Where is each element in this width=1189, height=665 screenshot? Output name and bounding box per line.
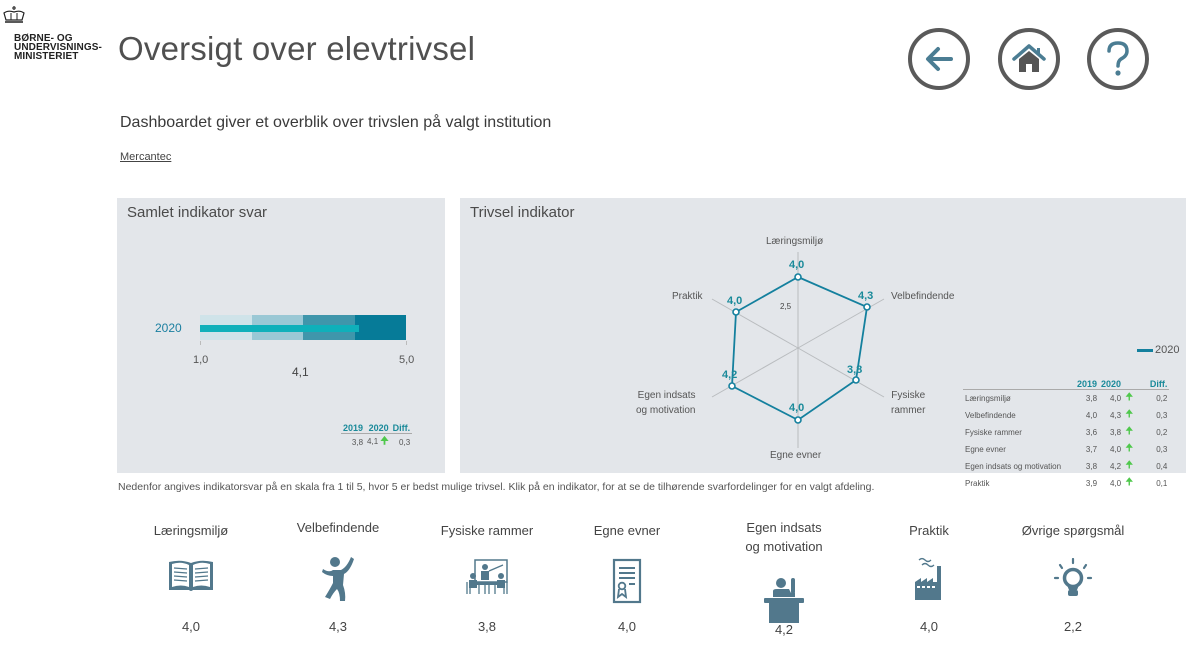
table-row: Fysiske rammer 3,6 3,8 🠉 0,2	[963, 424, 1169, 441]
radar-value-laeringsmiljo: 4,0	[789, 259, 805, 271]
col-2020: 2020	[1099, 379, 1124, 390]
axis-tick-max	[406, 341, 407, 345]
radar-axis-label-velbefindende: Velbefindende	[891, 291, 955, 302]
home-button[interactable]	[998, 28, 1060, 90]
student-raising-hand-icon	[764, 578, 804, 623]
panel-title: Trivsel indikator	[470, 204, 575, 221]
col-2020: 2020	[365, 423, 391, 434]
summary-comparison-table: 2019 2020 Diff. 3,8 4,1 🠉 0,3	[341, 423, 413, 451]
radar-value-egen-indsats: 4,2	[722, 369, 738, 381]
radar-value-velbefindende: 4,3	[858, 290, 874, 302]
up-arrow-icon: 🠉	[1125, 392, 1134, 403]
factory-icon	[915, 557, 941, 600]
up-arrow-icon: 🠉	[1125, 409, 1134, 420]
table-row: Egen indsats og motivation 3,8 4,2 🠉 0,4	[963, 458, 1169, 475]
indicator-laeringsmiljo[interactable]: Læringsmiljø 4,0	[153, 523, 229, 634]
up-arrow-icon: 🠉	[1125, 426, 1134, 437]
radar-chart	[711, 252, 885, 448]
wellbeing-radar-panel: Trivsel indikator 4,0 4,3 3,8 4,0 4,2 4,…	[460, 198, 1186, 488]
table-row: Praktik 3,9 4,0 🠉 0,1	[963, 475, 1169, 492]
bullet-year-label: 2020	[155, 321, 182, 335]
indicator-praktik[interactable]: Praktik 4,0	[909, 523, 949, 634]
certificate-icon	[612, 558, 642, 604]
institution-link[interactable]: Mercantec	[120, 151, 172, 163]
indicator-egen-indsats[interactable]: Egen indsats og motivation 4,2	[745, 520, 823, 637]
help-button[interactable]	[1087, 28, 1149, 90]
classroom-icon	[466, 559, 508, 594]
up-arrow-icon: 🠉	[1125, 460, 1134, 471]
up-arrow-icon: 🠉	[1125, 443, 1134, 454]
radar-value-praktik: 4,0	[727, 295, 743, 307]
col-diff: Diff.	[1135, 379, 1170, 390]
radar-axes	[711, 252, 885, 448]
back-button[interactable]	[908, 28, 970, 90]
col-diff: Diff.	[390, 423, 413, 434]
radar-legend[interactable]: 2020	[1137, 344, 1179, 356]
indicator-fysiske-rammer[interactable]: Fysiske rammer 3,8	[440, 523, 534, 634]
up-arrow-icon: 🠉	[1125, 477, 1134, 488]
indicator-egne-evner[interactable]: Egne evner 4,0	[593, 523, 661, 634]
radar-axis-label-praktik: Praktik	[672, 291, 703, 302]
ministry-logo-text: BØRNE- OG UNDERVISNINGS- MINISTERIET	[14, 33, 102, 62]
radar-axis-label-fysiske-rammer: Fysiske rammer	[891, 390, 926, 416]
radar-value-fysiske-rammer: 3,8	[847, 364, 863, 376]
table-row: Egne evner 3,7 4,0 🠉 0,3	[963, 441, 1169, 458]
bullet-value-label: 4,1	[292, 365, 309, 379]
crown-logo-icon	[3, 6, 25, 23]
axis-min-label: 1,0	[193, 354, 209, 366]
table-row: Læringsmiljø 3,8 4,0 🠉 0,2	[963, 390, 1169, 408]
radar-axis-label-laeringsmiljo: Læringsmiljø	[766, 236, 824, 247]
summary-indicator-panel: Samlet indikator svar 2020 1,0 5,0 4,1 2…	[117, 198, 445, 473]
radar-comparison-table: 2019 2020 Diff. Læringsmiljø 3,8 4,0 🠉 0…	[963, 379, 1170, 492]
indicator-ovrige-sporgsmal[interactable]: Øvrige spørgsmål 2,2	[1021, 523, 1125, 634]
col-2019: 2019	[1075, 379, 1100, 390]
jumping-person-icon	[322, 557, 354, 601]
col-2019: 2019	[341, 423, 366, 434]
radar-axis-label-egen-indsats: Egen indsats og motivation	[636, 390, 696, 416]
question-icon	[1107, 41, 1129, 76]
cell-2020: 4,1 🠉	[367, 436, 389, 447]
table-row: Velbefindende 4,0 4,3 🠉 0,3	[963, 407, 1169, 424]
legend-swatch	[1137, 348, 1153, 352]
radar-value-egne-evner: 4,0	[789, 402, 805, 414]
scale-note: Nedenfor angives indikatorsvar på en ska…	[118, 481, 875, 493]
axis-tick-min	[200, 341, 201, 345]
cell-diff: 0,3	[399, 438, 411, 447]
bullet-value-bar[interactable]	[200, 325, 359, 332]
arrow-left-icon	[926, 47, 953, 71]
radar-axis-tick: 2,5	[780, 302, 792, 311]
home-icon	[1012, 44, 1046, 72]
cell-2019: 3,8	[351, 438, 364, 447]
up-arrow-icon: 🠉	[380, 436, 389, 447]
radar-axis-label-egne-evner: Egne evner	[770, 450, 822, 461]
indicator-velbefindende[interactable]: Velbefindende 4,3	[296, 520, 380, 634]
page-title: Oversigt over elevtrivsel	[118, 30, 476, 67]
bullet-band-4	[355, 315, 406, 340]
axis-max-label: 5,0	[399, 354, 415, 366]
panel-title: Samlet indikator svar	[127, 204, 268, 221]
book-icon	[169, 560, 213, 591]
dashboard-subtitle: Dashboardet giver et overblik over trivs…	[120, 114, 552, 131]
radar-markers	[728, 273, 871, 424]
lightbulb-icon	[1053, 558, 1093, 596]
